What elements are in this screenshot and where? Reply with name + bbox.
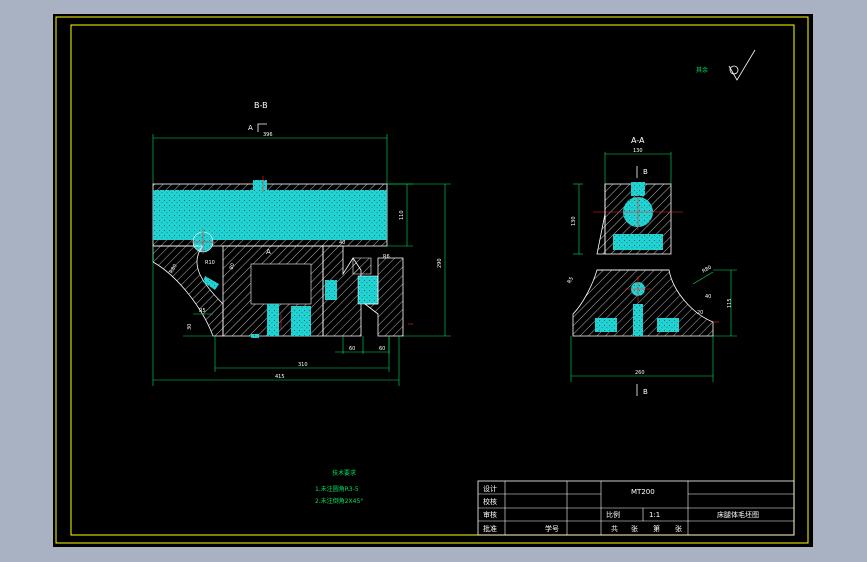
technical-notes: 技术要求 1.未注圆角R3-5 2.未注倒角2X45° xyxy=(315,469,363,505)
inner-frame xyxy=(70,24,795,536)
dim-inner-w1: 310 xyxy=(298,362,308,368)
section-marker-a-top: A xyxy=(248,124,253,132)
dim-right-h1: 110 xyxy=(399,210,405,220)
tb-sheet-no-label: 第 xyxy=(653,524,660,533)
dim-left-small: 80 xyxy=(229,263,237,271)
tb-student-no: 学号 xyxy=(545,524,559,533)
roughness-label: 其余 xyxy=(696,66,708,74)
view-a-a-title: A-A xyxy=(631,136,645,145)
drawing-viewport[interactable]: 其余 B-B A 396 A xyxy=(53,14,813,547)
dim-aa-h: 130 xyxy=(571,216,577,226)
dim-slot-b: 60 xyxy=(379,346,385,352)
dim-right-h2: 290 xyxy=(437,258,443,268)
dim-top-width: 396 xyxy=(263,132,273,138)
section-marker-a-mid: A xyxy=(266,248,271,256)
dim-small-left: R5 xyxy=(199,308,206,314)
tb-row-3: 审核 xyxy=(483,510,497,519)
note-item-2: 2.未注倒角2X45° xyxy=(315,497,363,505)
tb-code: MT200 xyxy=(631,488,655,496)
dim-aa-bottom: 260 xyxy=(635,370,645,376)
notes-title: 技术要求 xyxy=(332,469,356,477)
tb-row-4: 批准 xyxy=(483,524,497,533)
dim-mid-r: R10 xyxy=(205,260,215,266)
drawing-canvas: 其余 B-B A 396 A xyxy=(55,16,809,544)
view-a-a: A-A 130 B 130 260 xyxy=(567,136,737,396)
title-block: 设计 校核 审核 批准 学号 MT200 比例 1:1 床腿体毛坯图 共 张 第… xyxy=(477,480,795,536)
dim-slot-a: 60 xyxy=(349,346,355,352)
outer-frame xyxy=(55,16,809,544)
section-marker-b-bottom: B xyxy=(643,388,648,396)
dim-left-h: 30 xyxy=(187,324,193,330)
tb-row-1: 设计 xyxy=(483,484,497,493)
section-marker-b-top: B xyxy=(643,168,648,176)
roughness-symbol: 其余 xyxy=(696,49,756,81)
dim-aa-notch: 20 xyxy=(697,310,703,316)
view-b-b-title: B-B xyxy=(254,101,268,110)
dim-aa-r: R80 xyxy=(701,265,713,275)
tb-scale-value: 1:1 xyxy=(649,511,660,519)
dim-aa-left-r: R5 xyxy=(567,276,576,285)
tb-scale-label: 比例 xyxy=(606,510,620,519)
note-item-1: 1.未注圆角R3-5 xyxy=(315,485,359,493)
dim-small-a: 40 xyxy=(339,240,345,246)
tb-row-2: 校核 xyxy=(483,497,497,506)
dim-aa-small: 40 xyxy=(705,294,711,300)
tb-total-label: 共 xyxy=(611,524,618,533)
dim-aa-top: 130 xyxy=(633,148,643,154)
dim-bottom-w: 415 xyxy=(275,374,285,380)
tb-drawing-name: 床腿体毛坯图 xyxy=(717,510,759,519)
dim-small-b: R6 xyxy=(383,254,390,260)
tb-sheet-suffix: 张 xyxy=(675,524,682,533)
dim-left-r: R80 xyxy=(169,263,179,275)
view-b-b: B-B A 396 A xyxy=(152,101,451,386)
tb-sheets-label: 张 xyxy=(631,524,638,533)
dim-aa-right: 115 xyxy=(727,298,733,308)
